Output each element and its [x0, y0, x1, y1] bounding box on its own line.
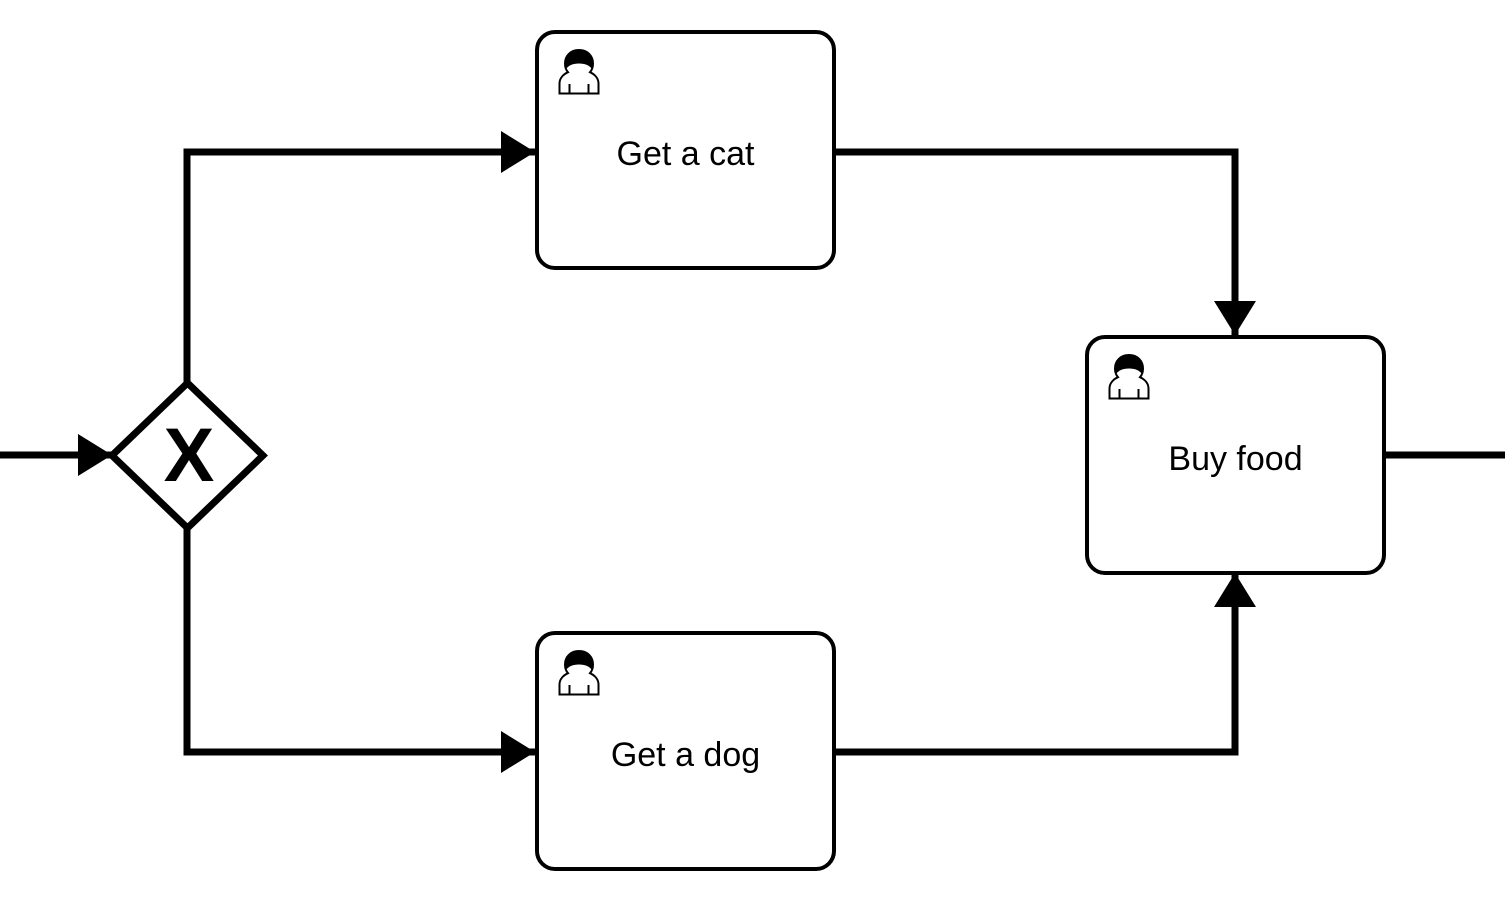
arrowhead-get-a-cat-to-buy-food	[1214, 301, 1256, 335]
task-label: Buy food	[1168, 440, 1303, 478]
task-get-a-dog[interactable]: Get a dog	[535, 631, 836, 871]
connector-gateway-to-get-a-cat-line	[183, 148, 535, 383]
user-icon	[558, 649, 600, 696]
arrowhead-gateway-to-get-a-cat	[501, 131, 535, 173]
task-label: Get a dog	[610, 736, 761, 774]
connector-gateway-to-get-a-dog-line	[183, 527, 535, 756]
user-icon	[558, 48, 600, 95]
task-label: Get a cat	[616, 135, 755, 173]
gateway-xor-marker: X	[163, 412, 215, 498]
connector-get-a-cat-to-buy-food-line	[836, 148, 1239, 335]
arrowhead-incoming-to-gateway	[78, 434, 112, 476]
gateway-diamond-shape	[108, 379, 268, 532]
arrowhead-get-a-dog-to-buy-food	[1214, 573, 1256, 607]
task-get-a-cat[interactable]: Get a cat	[535, 30, 836, 270]
arrowhead-gateway-to-get-a-dog	[501, 731, 535, 773]
exclusive-gateway[interactable]: X	[108, 379, 268, 532]
user-icon	[1108, 353, 1150, 400]
connector-get-a-dog-to-buy-food-line	[836, 573, 1239, 756]
task-buy-food[interactable]: Buy food	[1085, 335, 1386, 575]
